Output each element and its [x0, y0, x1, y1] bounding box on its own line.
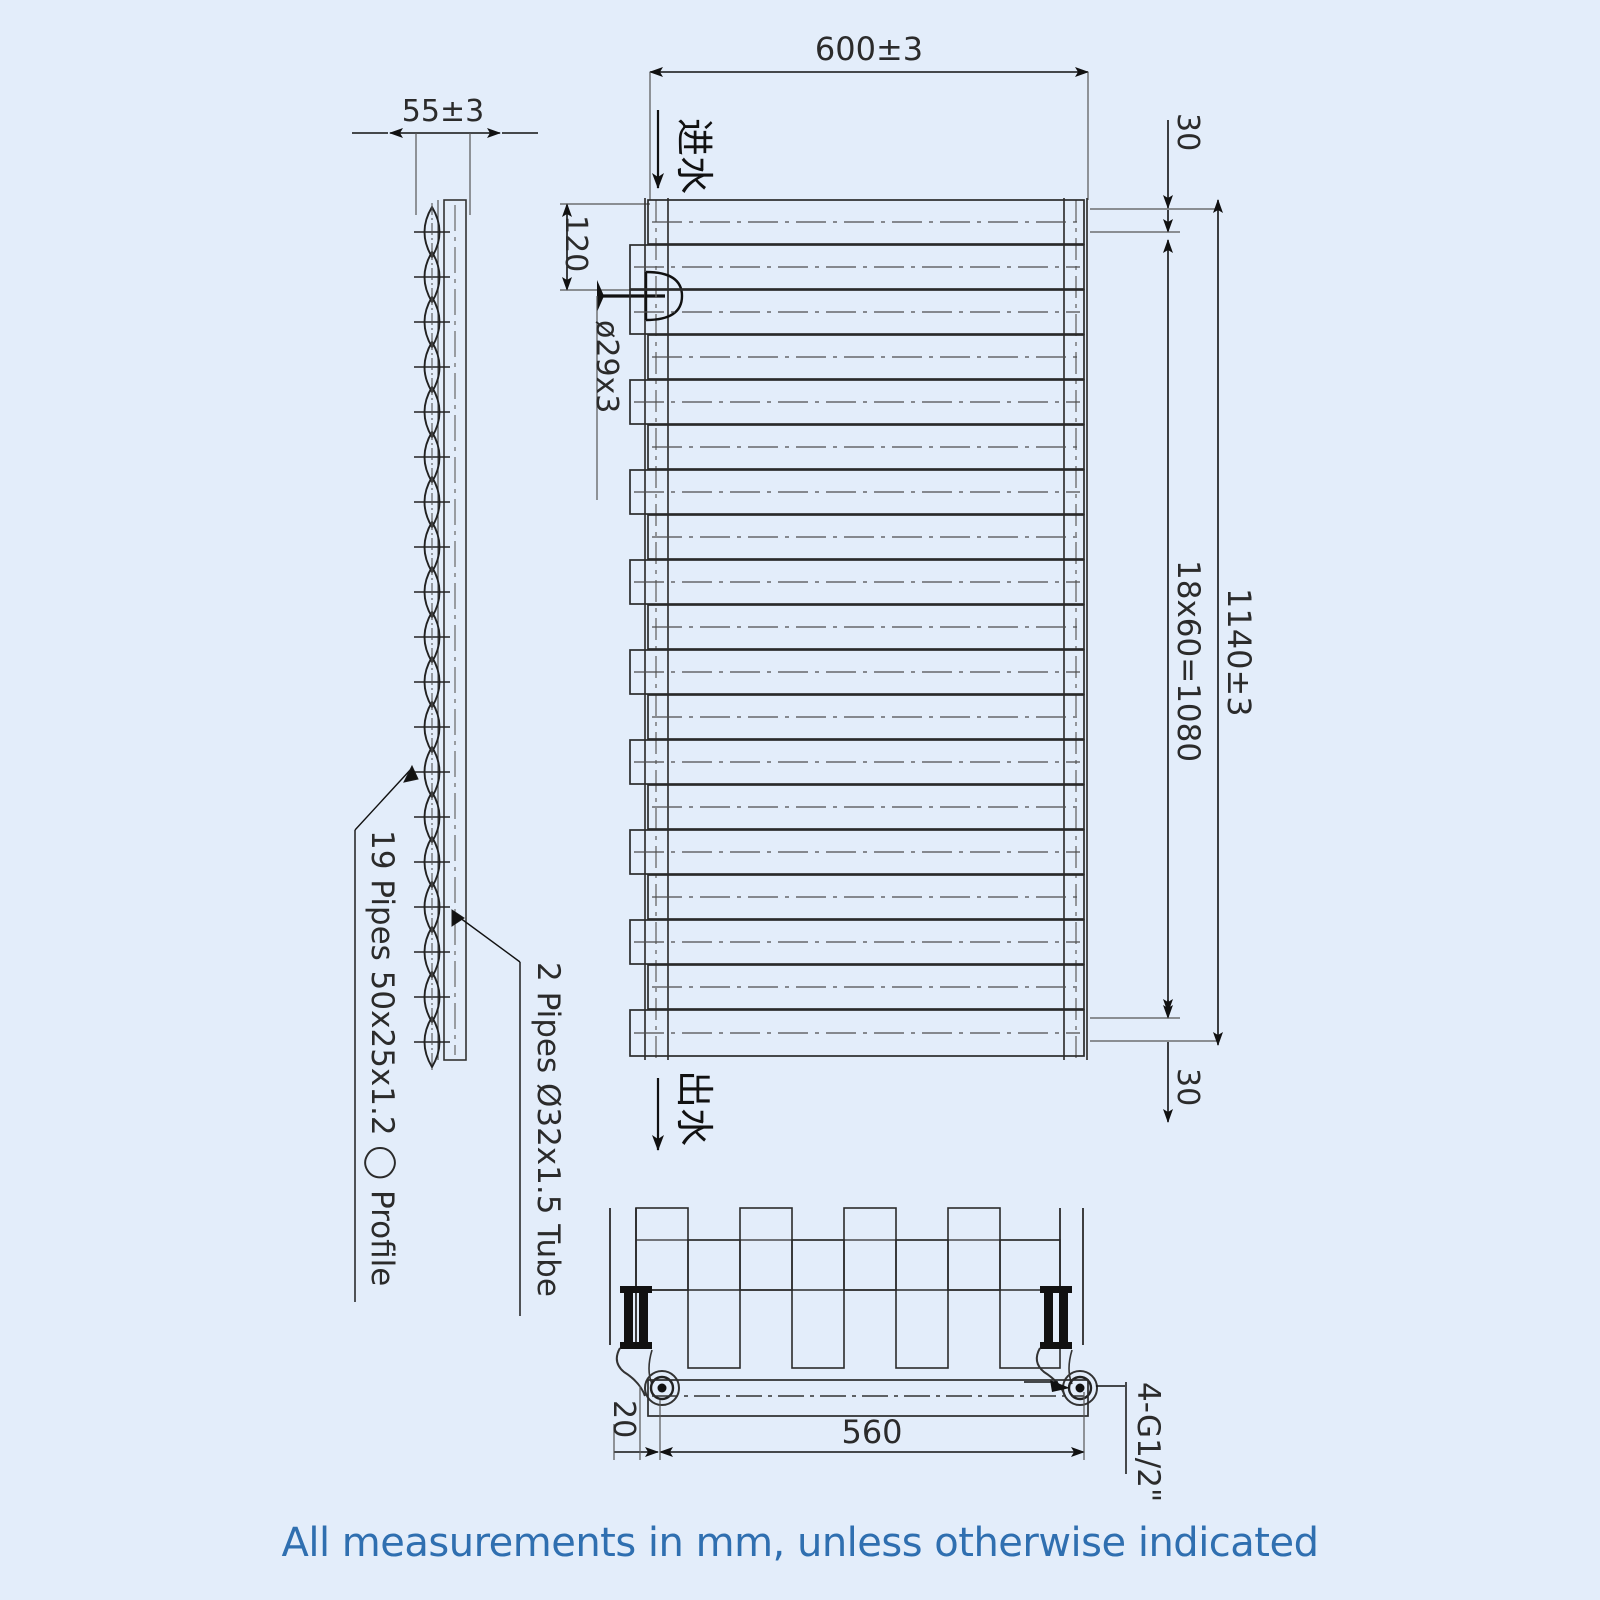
label-inlet: 进水 [672, 118, 716, 194]
dim-manifold-spec [596, 280, 665, 500]
front-elevation-view [560, 67, 1223, 1151]
plan-fins [635, 1207, 1061, 1369]
rail [629, 1009, 1085, 1057]
dim-label-thread-spec: 4-G1/2" [1130, 1382, 1166, 1502]
connection-port-left [644, 1370, 680, 1406]
dim-label-side-depth: 55±3 [402, 94, 484, 129]
rail-stack [629, 199, 1085, 1057]
dim-label-overall-width: 600±3 [815, 30, 923, 68]
drawing-caption: All measurements in mm, unless otherwise… [281, 1520, 1320, 1566]
side-profile-view [352, 128, 538, 1316]
port-stack-right [1040, 1286, 1072, 1349]
rail [629, 649, 1085, 695]
wall-bracket-left [615, 1347, 653, 1397]
port-stack-left [620, 1286, 652, 1349]
connection-port-right [1024, 1370, 1125, 1406]
rail [647, 604, 1085, 650]
rail [647, 334, 1085, 380]
leader-2-pipes [451, 909, 521, 1316]
side-pipe-ovals [414, 203, 450, 1071]
rail [629, 244, 1085, 290]
dim-label-bottom-margin: 30 [1170, 1068, 1205, 1106]
manifold-verticals [644, 198, 1088, 1060]
rail [629, 829, 1085, 875]
dim-bracket-span [659, 1392, 1085, 1460]
rail [647, 694, 1085, 740]
rail [629, 559, 1085, 605]
plan-base-bar [647, 1379, 1089, 1417]
rail [629, 289, 1085, 335]
dim-label-bracket-span: 560 [841, 1413, 902, 1451]
bottom-plan-view [609, 1207, 1127, 1474]
label-outlet: 出水 [672, 1070, 716, 1146]
dim-label-rail-pitch: 18x60=1080 [1170, 560, 1206, 762]
note-2-pipes: 2 Pipes Ø32x1.5 Tube [530, 962, 566, 1297]
side-pipe-oval [414, 1013, 450, 1071]
dim-top-margin [1090, 120, 1218, 233]
dim-overall-width [649, 67, 1089, 200]
rail [647, 964, 1085, 1010]
rail [629, 919, 1085, 965]
dim-label-inlet-offset: 120 [558, 215, 593, 272]
dimension-text-layer: 600±3 55±3 进水 出水 120 ø29x3 30 30 18x60=1… [364, 30, 1258, 1502]
dim-side-depth [352, 128, 538, 215]
dim-label-bracket-offset: 20 [606, 1400, 641, 1438]
dim-bracket-offset [613, 1386, 659, 1460]
rail [647, 199, 1085, 245]
rail [629, 379, 1085, 425]
rail [629, 469, 1085, 515]
rail [647, 784, 1085, 830]
rail [629, 739, 1085, 785]
rail [647, 424, 1085, 470]
rail [647, 874, 1085, 920]
note-19-pipes: 19 Pipes 50x25x1.2 ◯ Profile [364, 830, 400, 1286]
dim-label-top-margin: 30 [1170, 113, 1205, 151]
rail [647, 514, 1085, 560]
leader-19-pipes [354, 764, 419, 1302]
dim-label-overall-height: 1140±3 [1220, 588, 1258, 717]
dim-label-manifold-spec: ø29x3 [589, 320, 624, 413]
